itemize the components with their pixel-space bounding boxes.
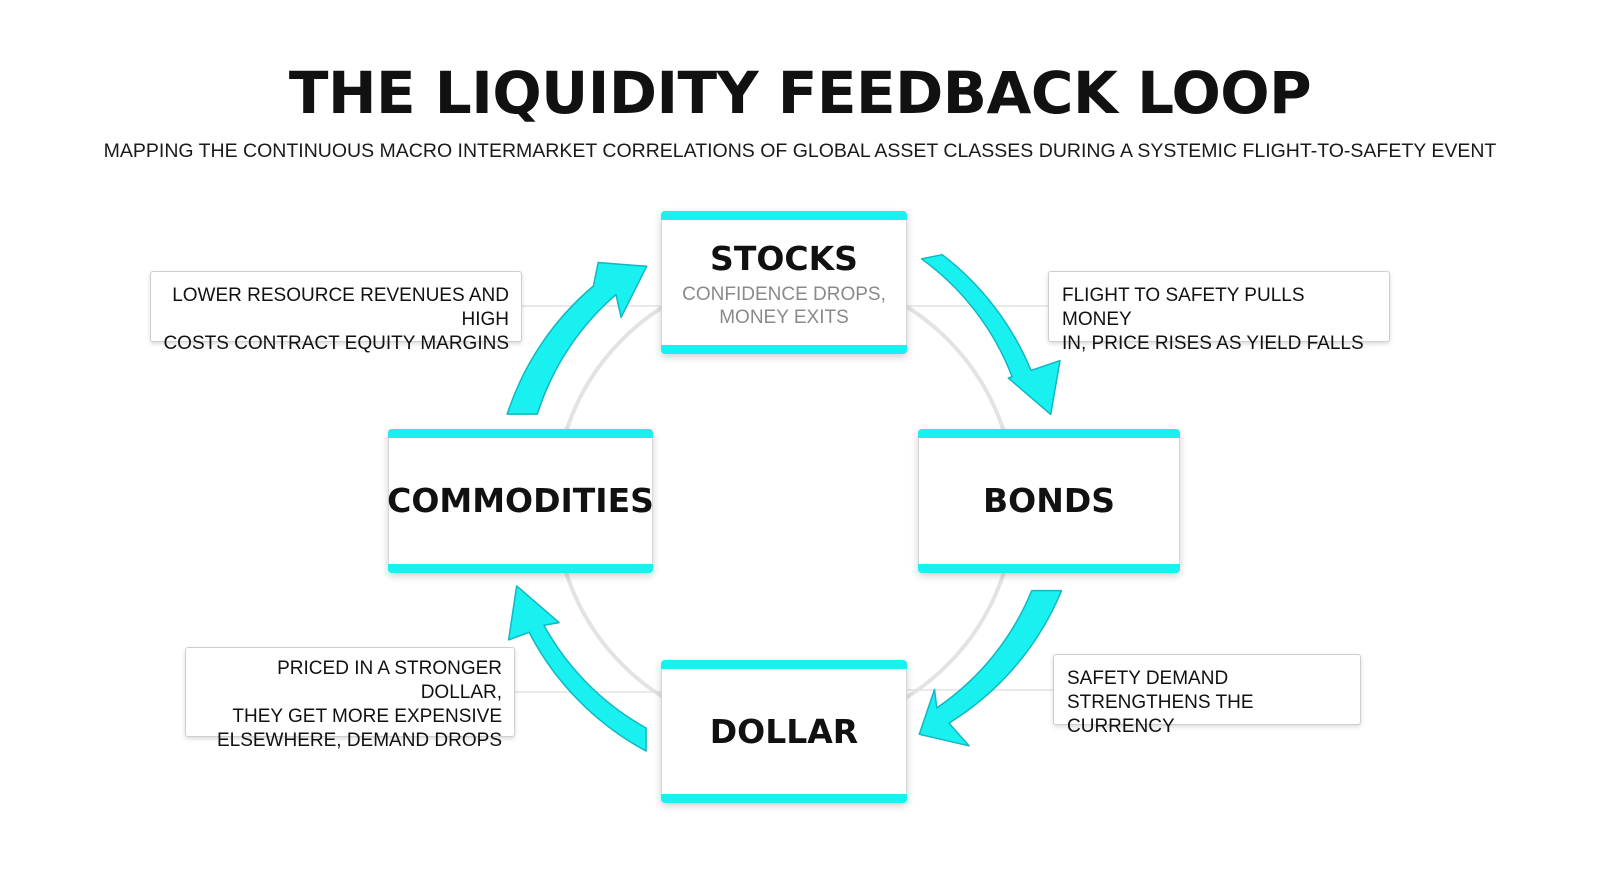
callout-bonds-to-dollar: SAFETY DEMAND STRENGTHENS THE CURRENCY [1053,654,1361,737]
arrow-stocks-to-bonds [920,253,1061,416]
arrow-commodities-to-stocks [506,261,648,415]
callout-commodities-to-stocks: LOWER RESOURCE REVENUES AND HIGH COSTS C… [150,271,522,354]
node-stocks-subtext: CONFIDENCE DROPS, MONEY EXITS [682,284,886,328]
node-commodities-label: COMMODITIES [387,481,654,520]
node-stocks: STOCKS CONFIDENCE DROPS, MONEY EXITS [661,211,907,354]
callout-stocks-to-bonds: FLIGHT TO SAFETY PULLS MONEY IN, PRICE R… [1048,271,1390,354]
node-dollar-label: DOLLAR [709,711,859,751]
node-stocks-label: STOCKS [710,239,858,278]
node-bonds-label: BONDS [983,481,1115,520]
node-bonds: BONDS [918,429,1180,573]
callout-dollar-to-commodities: PRICED IN A STRONGER DOLLAR, THEY GET MO… [185,647,515,751]
page-title: THE LIQUIDITY FEEDBACK LOOP [288,59,1312,127]
page-subtitle: MAPPING THE CONTINUOUS MACRO INTERMARKET… [103,140,1497,162]
arrow-dollar-to-commodities [507,585,647,752]
arrow-bonds-to-dollar [918,589,1063,747]
node-commodities: COMMODITIES [387,429,654,573]
node-dollar: DOLLAR [661,660,907,803]
